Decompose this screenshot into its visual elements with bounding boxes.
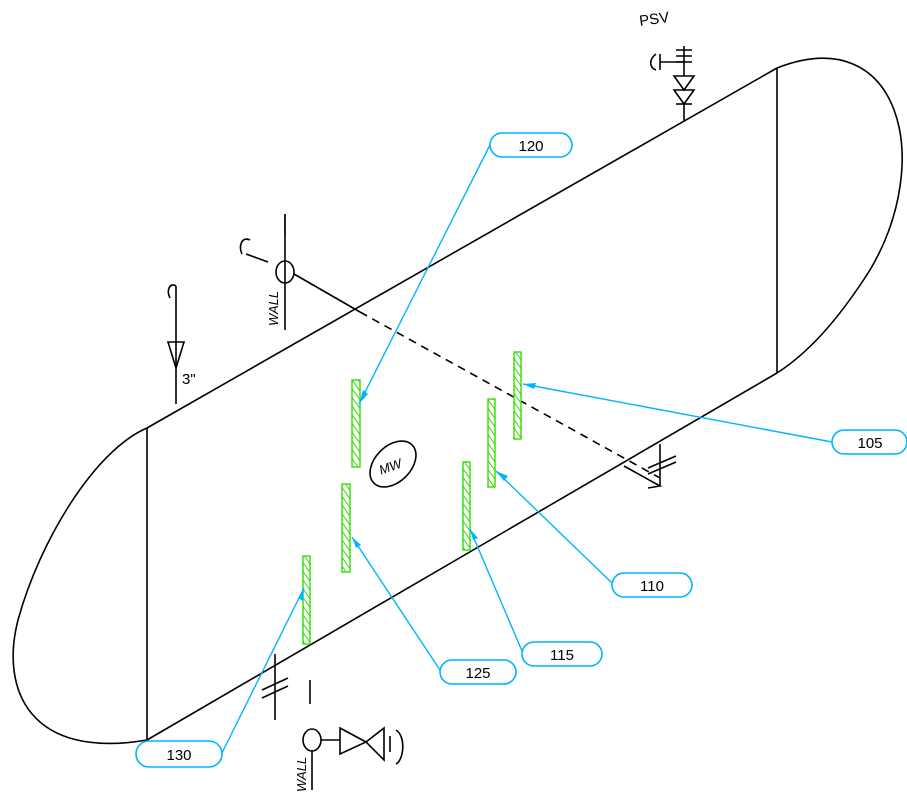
tag-120[interactable]: 120 [489,132,573,158]
psv-assembly: PSV [638,9,696,122]
wall-label-top: WALL [266,291,281,326]
manway: MW [369,440,417,488]
tag-110[interactable]: 110 [611,572,693,598]
bottom-nozzle-valve: WALL [261,654,404,792]
inlet-nozzle: 3" [166,284,196,404]
patch-130 [302,555,311,645]
vessel-shell [12,57,903,745]
tag-105[interactable]: 105 [831,429,907,455]
patch-110 [487,398,496,488]
nozzle-size-label: 3" [182,371,196,388]
tag-125-text: 125 [465,665,490,682]
tag-105-text: 105 [857,435,882,452]
manway-label: MW [377,455,405,478]
psv-label: PSV [638,9,670,30]
vessel-bottom-line [146,372,778,741]
right-bottom-nozzle [623,444,677,489]
tag-110-text: 110 [640,578,664,595]
tag-125[interactable]: 125 [439,659,517,685]
vessel-top-line [146,67,778,429]
tag-120-text: 120 [518,138,543,155]
patch-120 [351,379,361,468]
vessel-left-head [12,427,148,745]
vessel-right-head [776,57,903,374]
tag-115[interactable]: 115 [521,641,603,667]
top-wall-connection: WALL [239,214,661,479]
patch-125 [341,483,351,573]
tag-115-text: 115 [550,647,574,664]
tag-130[interactable]: 130 [135,740,223,768]
wall-label-bottom: WALL [294,757,309,792]
inspection-patches [302,351,522,645]
tag-130-text: 130 [166,747,191,764]
patch-105 [513,351,522,440]
leader-lines [221,144,833,754]
patch-115 [462,461,471,551]
